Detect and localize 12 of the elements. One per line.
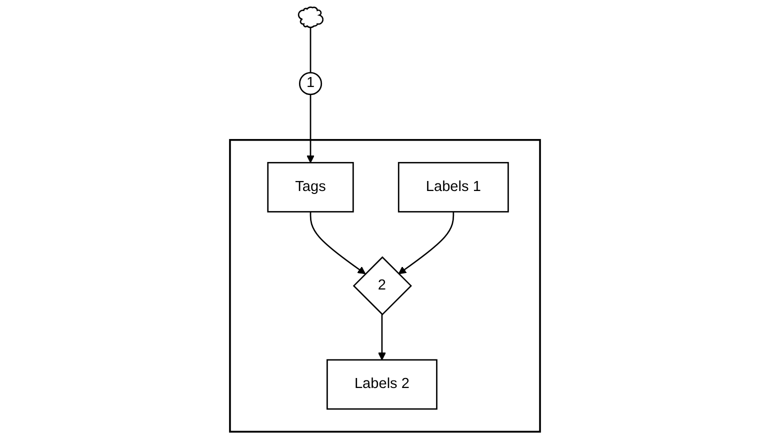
- arrow: [310, 212, 366, 274]
- connector: [310, 27, 312, 73]
- cluster: [229, 139, 541, 433]
- node-cloud: [298, 6, 324, 28]
- node-box: Tags: [267, 162, 354, 212]
- node-box: Labels 2: [326, 359, 438, 410]
- node-diamond: 2: [352, 256, 412, 316]
- arrow: [306, 94, 315, 164]
- arrow: [378, 314, 386, 360]
- arrow: [398, 212, 454, 274]
- node-circle: 1: [298, 72, 322, 96]
- node-box: Labels 1: [398, 162, 509, 212]
